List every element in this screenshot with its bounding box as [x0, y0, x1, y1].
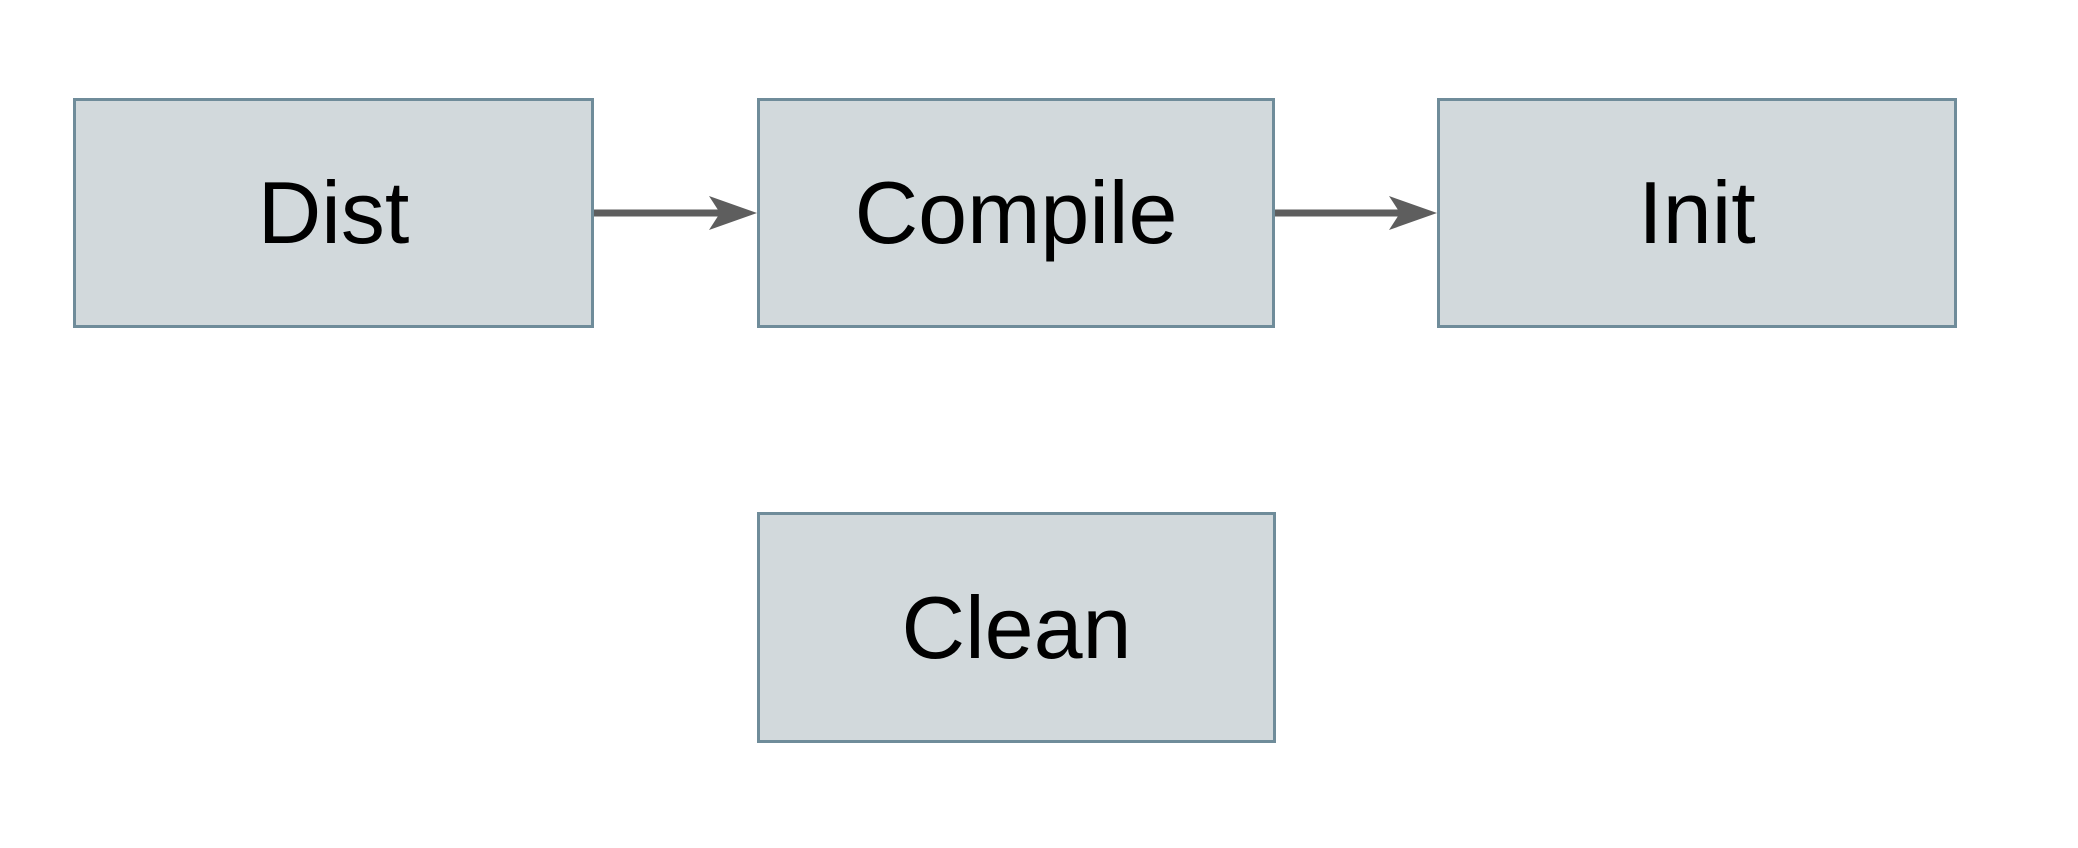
- edge-compile-init-arrow[interactable]: [1275, 196, 1437, 230]
- edge-dist-compile-arrow[interactable]: [594, 196, 757, 230]
- node-compile[interactable]: Compile: [757, 98, 1275, 328]
- node-clean-label: Clean: [901, 577, 1132, 677]
- node-init[interactable]: Init: [1437, 98, 1957, 328]
- node-init-label: Init: [1638, 163, 1756, 262]
- node-clean[interactable]: Clean: [757, 512, 1276, 743]
- node-compile-label: Compile: [854, 163, 1178, 262]
- node-dist-label: Dist: [257, 163, 410, 262]
- node-dist[interactable]: Dist: [73, 98, 594, 328]
